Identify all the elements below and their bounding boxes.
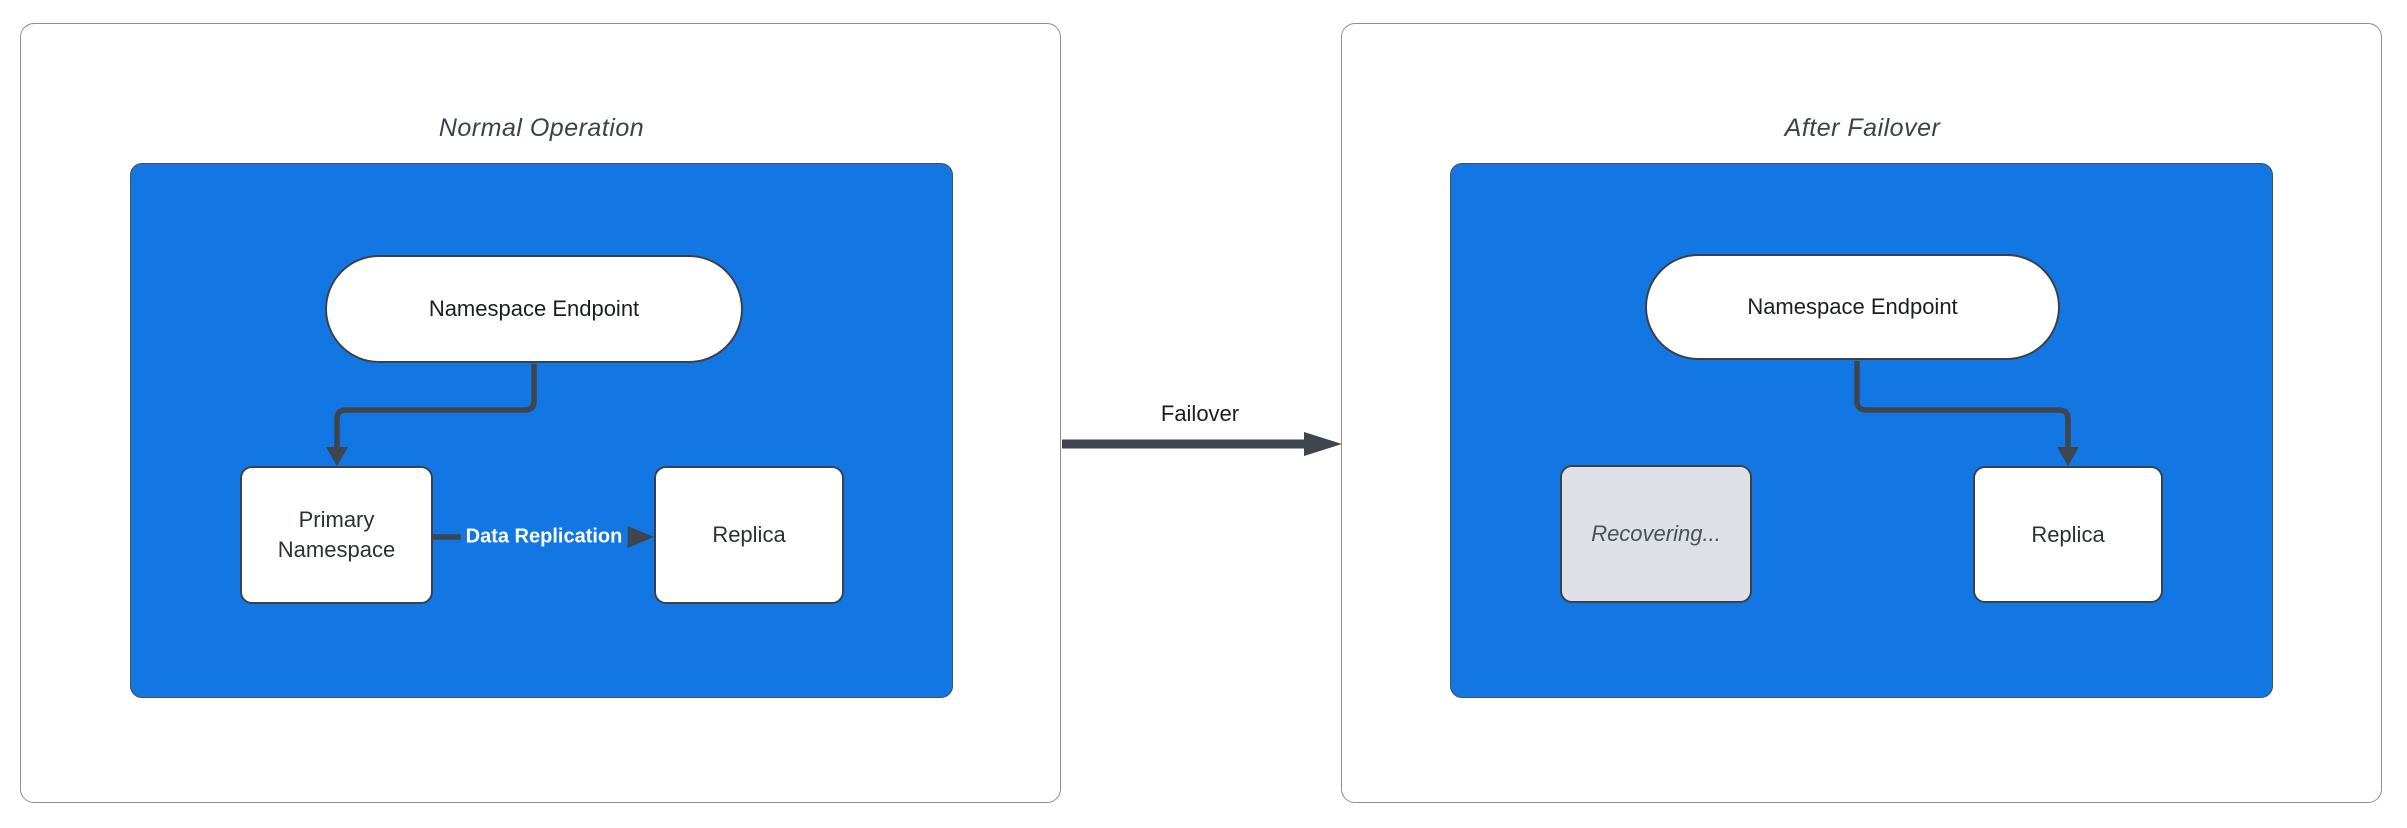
replica-label: Replica	[2031, 521, 2105, 547]
replica-node-left: Replica	[654, 466, 844, 604]
recovering-node: Recovering...	[1560, 465, 1752, 603]
replica-node-right: Replica	[1973, 466, 2163, 603]
namespace-endpoint-label: Namespace Endpoint	[428, 296, 640, 321]
failover-arrow	[1062, 432, 1342, 456]
data-replication-edge-label: Data Replication	[460, 523, 628, 551]
normal-operation-title: Normal Operation	[438, 114, 645, 142]
arrowhead-right-icon	[1304, 432, 1342, 456]
failover-edge-label: Failover	[1160, 401, 1240, 426]
after-failover-title: After Failover	[1784, 114, 1941, 142]
recovering-label: Recovering...	[1591, 521, 1721, 547]
namespace-endpoint-node-right: Namespace Endpoint	[1645, 254, 2060, 360]
primary-namespace-label: Primary Namespace	[277, 507, 396, 562]
after-failover-namespace-container	[1450, 163, 2273, 698]
primary-namespace-node: Primary Namespace	[240, 466, 433, 604]
replica-label: Replica	[712, 522, 786, 548]
normal-operation-namespace-container	[130, 163, 953, 698]
namespace-endpoint-label: Namespace Endpoint	[1747, 294, 1958, 319]
namespace-endpoint-node-left: Namespace Endpoint	[325, 255, 743, 363]
